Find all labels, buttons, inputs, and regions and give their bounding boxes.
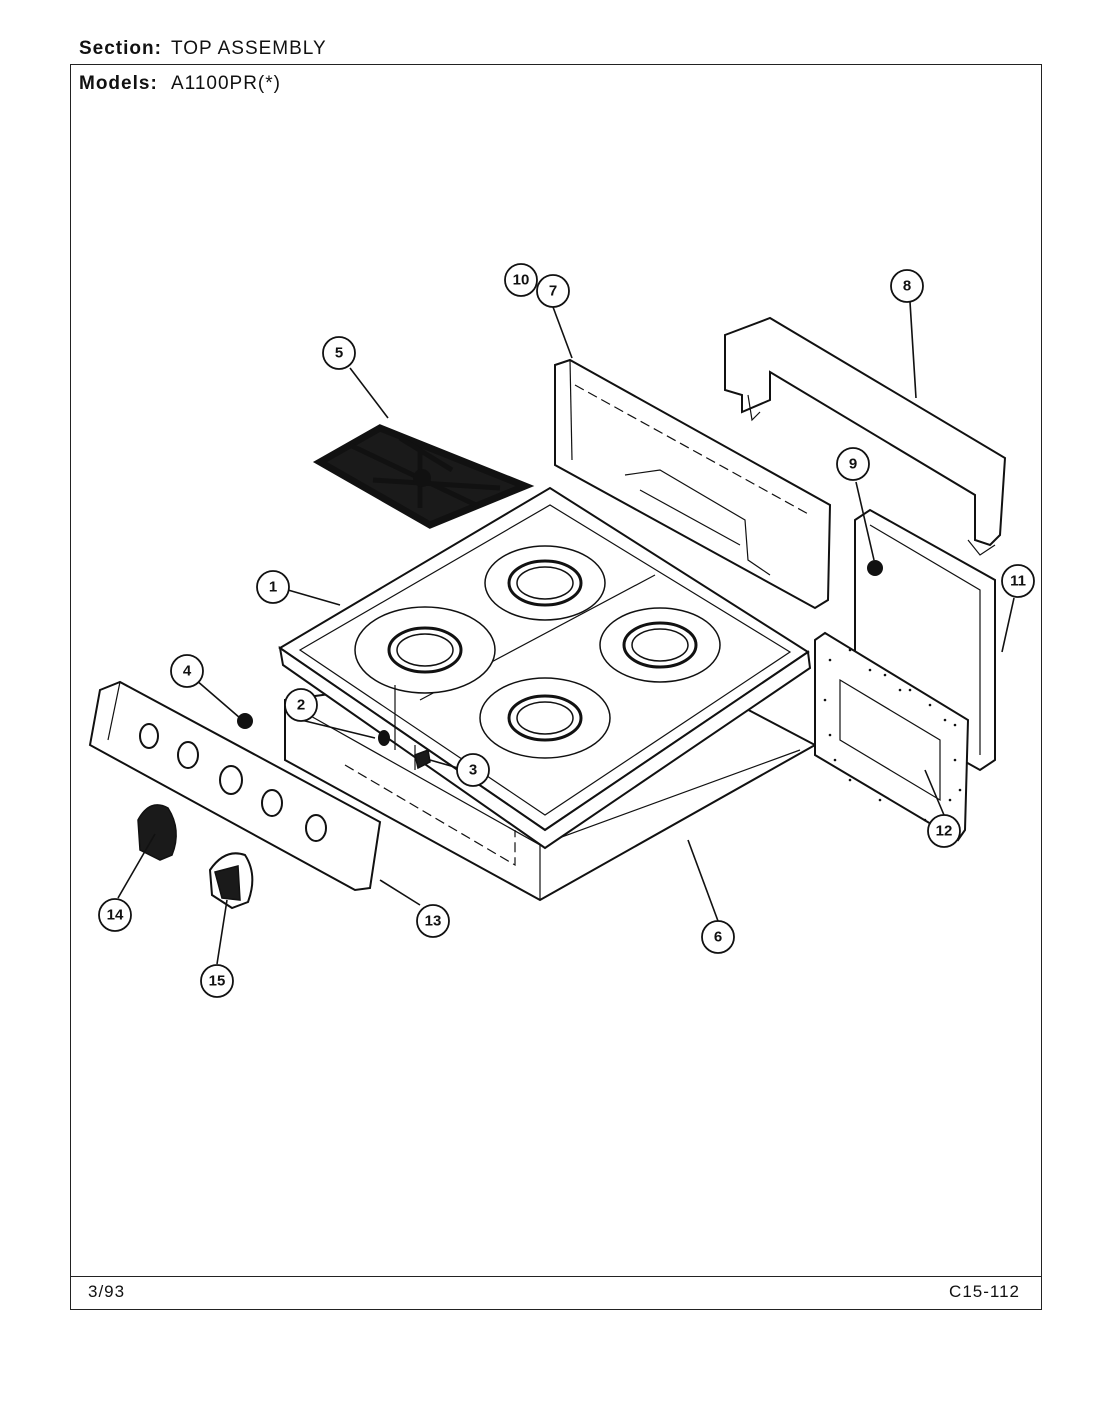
svg-text:8: 8 xyxy=(903,278,911,295)
part-2-orifice xyxy=(378,730,390,746)
section-row: Section: TOP ASSEMBLY xyxy=(79,38,327,60)
callout-1: 1 xyxy=(256,570,290,604)
part-13-control-panel xyxy=(88,680,382,892)
svg-text:7: 7 xyxy=(549,283,557,300)
svg-text:6: 6 xyxy=(714,929,722,946)
models-label: Models: xyxy=(79,73,158,94)
svg-text:3: 3 xyxy=(469,762,477,779)
footer-divider xyxy=(70,1276,1042,1277)
section-label: Section: xyxy=(79,38,162,59)
callout-5: 5 xyxy=(322,336,356,370)
part-3-bracket xyxy=(414,748,431,770)
svg-text:9: 9 xyxy=(849,456,857,473)
revision-date: 3/93 xyxy=(88,1282,126,1301)
svg-text:1: 1 xyxy=(269,579,277,596)
svg-text:14: 14 xyxy=(107,907,124,924)
callout-3: 3 xyxy=(456,753,490,787)
callout-4: 4 xyxy=(170,654,204,688)
leader-lines xyxy=(117,301,1015,965)
page-code: C15-112 xyxy=(949,1282,1020,1301)
callout-8: 8 xyxy=(890,269,924,303)
svg-text:5: 5 xyxy=(335,345,343,362)
diagram-frame xyxy=(70,64,1042,1310)
svg-text:11: 11 xyxy=(1010,573,1026,590)
part-14-knob xyxy=(137,804,177,861)
callout-6: 6 xyxy=(701,920,735,954)
callout-10: 10 xyxy=(504,263,538,297)
part-5-burner-grate xyxy=(312,424,535,529)
part-12-insulation-pad xyxy=(814,631,970,842)
models-row: Models: A1100PR(*) xyxy=(79,73,281,95)
svg-text:12: 12 xyxy=(936,823,953,840)
part-8-rear-shield xyxy=(724,316,1007,556)
models-value: A1100PR(*) xyxy=(171,73,281,94)
callout-7: 7 xyxy=(536,274,570,308)
callout-12: 12 xyxy=(927,814,961,848)
callout-2: 2 xyxy=(284,688,318,722)
callout-15: 15 xyxy=(200,964,234,998)
callout-14: 14 xyxy=(98,898,132,932)
callout-13: 13 xyxy=(416,904,450,938)
svg-text:10: 10 xyxy=(513,272,530,289)
callout-11: 11 xyxy=(1001,564,1035,598)
part-4-valve xyxy=(237,713,253,729)
part-15-knob xyxy=(208,852,254,910)
callouts: 1 2 3 4 5 6 7 8 9 10 11 12 13 14 15 xyxy=(98,263,1035,998)
part-7-backguard xyxy=(554,358,832,610)
svg-text:15: 15 xyxy=(209,973,226,990)
section-value: TOP ASSEMBLY xyxy=(171,38,327,59)
svg-text:2: 2 xyxy=(297,697,305,714)
callout-9: 9 xyxy=(836,447,870,481)
svg-text:13: 13 xyxy=(425,913,442,930)
svg-text:4: 4 xyxy=(183,663,192,680)
